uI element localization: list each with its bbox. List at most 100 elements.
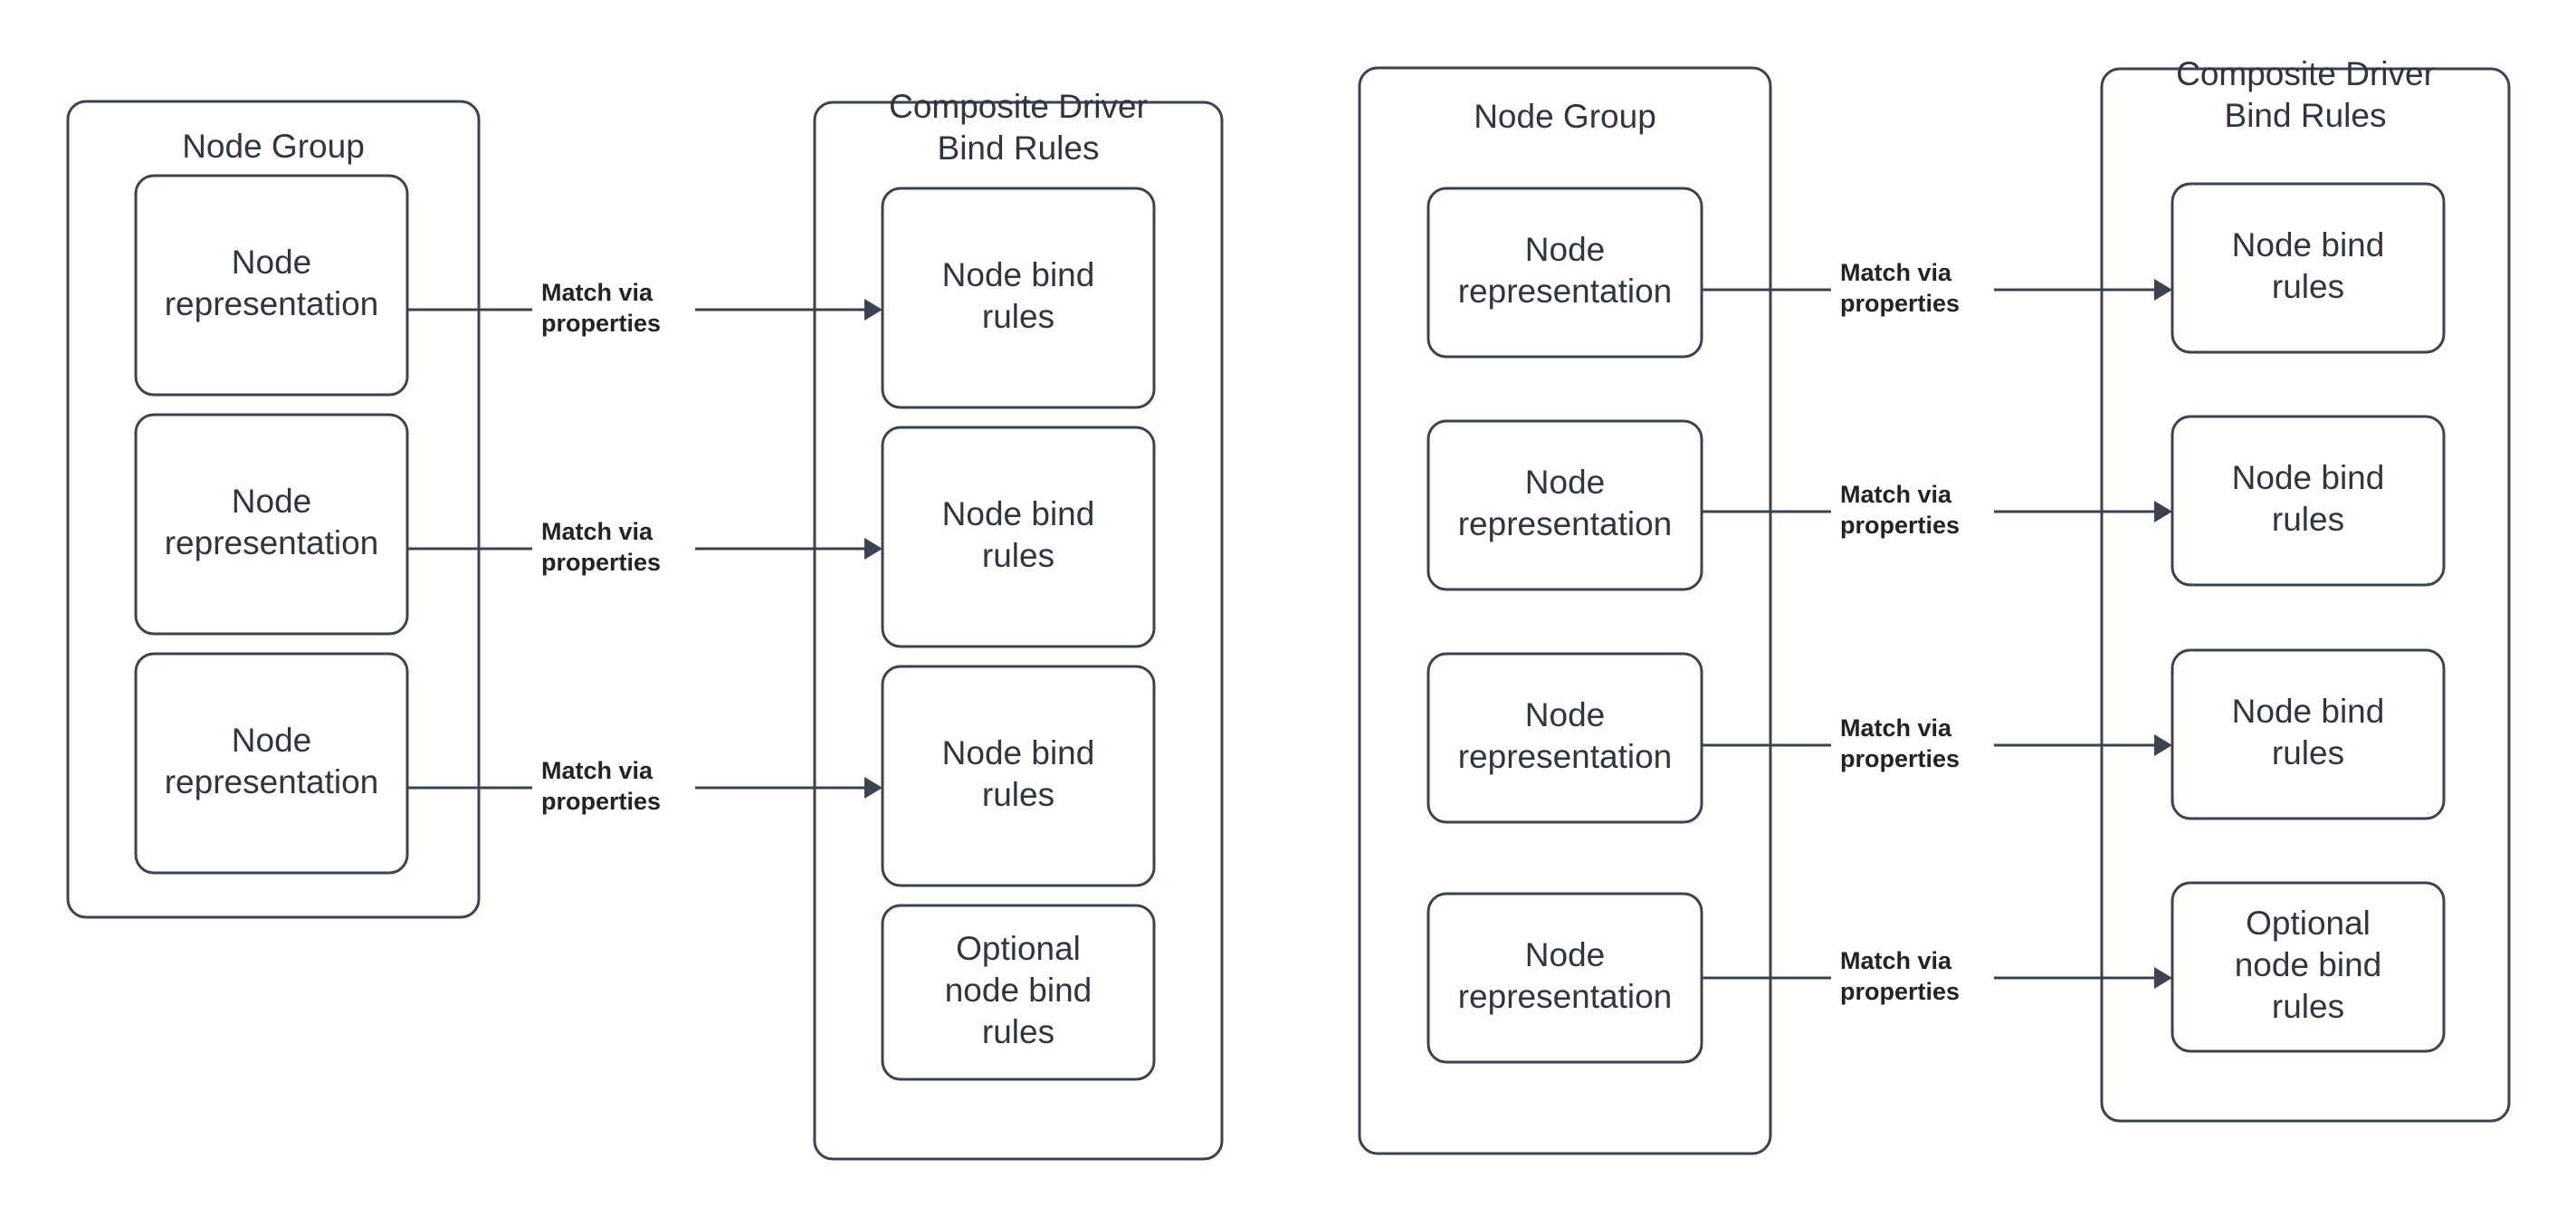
bind-rules-label-line-2: rules — [982, 537, 1054, 574]
match-connector[interactable] — [1702, 501, 2172, 522]
bind-rules-title-line-1: Composite Driver — [889, 88, 1148, 125]
optional-bind-rules-label-line-1: Optional — [956, 930, 1081, 967]
match-via-properties-label: Match via properties — [541, 279, 661, 337]
node-representation-label-line-2: representation — [165, 763, 379, 800]
node-representation-label-line-1: Node — [232, 244, 311, 281]
match-via-properties-label-line-2: properties — [541, 788, 661, 815]
bind-rules-box[interactable] — [2171, 648, 2446, 820]
bind-rules-label-line-3: rules — [2272, 988, 2344, 1025]
node-representation-box[interactable] — [1426, 652, 1703, 824]
bind-rules-label-line-2: rules — [2272, 268, 2344, 305]
bind-rules-label-line-2: rules — [2272, 501, 2344, 538]
bind-rules-label-line-2: node bind — [2235, 946, 2382, 983]
match-via-properties-label-line-2: properties — [541, 549, 661, 576]
node-representation-label-line-2: representation — [1458, 738, 1673, 775]
optional-bind-rules-label: Optional node bind rules — [945, 930, 1092, 1050]
node-representation-box[interactable] — [1426, 419, 1703, 591]
match-via-properties-label: Match via properties — [541, 518, 661, 576]
node-representation-label: Node representation — [165, 483, 379, 561]
node-representation-label-line-1: Node — [232, 483, 311, 520]
match-connector[interactable] — [407, 777, 883, 799]
match-connector-arrow[interactable] — [695, 777, 883, 799]
match-connector[interactable] — [1702, 279, 2172, 301]
node-representation-box[interactable] — [134, 413, 409, 636]
node-representation-label-line-1: Node — [1525, 936, 1605, 973]
bind-rules-label-line-1: Node bind — [2232, 693, 2385, 730]
bind-rules-label-line-2: rules — [2272, 734, 2344, 771]
match-via-properties-label: Match via properties — [1840, 481, 1960, 539]
match-via-properties-label-line-1: Match via — [1840, 714, 1952, 742]
node-representation-label-line-1: Node — [1525, 464, 1605, 501]
bind-rules-label-line-1: Node bind — [942, 734, 1095, 771]
match-connector-arrow-arrowhead — [864, 538, 883, 560]
bind-rules-box[interactable] — [881, 665, 1156, 887]
match-via-properties-label-line-1: Match via — [1840, 481, 1952, 508]
match-via-properties-label-line-2: properties — [1840, 290, 1960, 317]
match-connector-arrow[interactable] — [695, 538, 883, 560]
bind-rules-label: Node bind rules — [2232, 693, 2385, 771]
node-representation-label: Node representation — [1458, 231, 1673, 310]
match-via-properties-label: Match via properties — [1840, 714, 1960, 772]
match-connector-arrow-arrowhead — [2154, 734, 2172, 756]
bind-rules-box[interactable] — [2171, 182, 2446, 354]
match-connector-arrow-arrowhead — [864, 299, 883, 321]
optional-bind-rules-box[interactable] — [881, 904, 1156, 1081]
match-connector-arrow[interactable] — [1994, 501, 2172, 522]
bind-rules-label: Node bind rules — [942, 734, 1095, 813]
match-connector-arrow[interactable] — [1994, 279, 2172, 301]
match-via-properties-label-line-2: properties — [1840, 512, 1960, 539]
match-via-properties-label-line-1: Match via — [541, 518, 654, 545]
match-via-properties-label-line-1: Match via — [541, 279, 654, 306]
node-group-title-line-1: Node Group — [182, 128, 365, 165]
match-via-properties-label-line-1: Match via — [541, 757, 654, 784]
bind-rules-title-line-2: Bind Rules — [938, 129, 1100, 167]
match-connector-arrow-arrowhead — [2154, 967, 2172, 989]
match-connector-arrow-arrowhead — [864, 777, 883, 799]
node-representation-box[interactable] — [134, 174, 409, 397]
bind-rules-box[interactable] — [2171, 881, 2446, 1053]
match-via-properties-label-line-2: properties — [1840, 978, 1960, 1005]
match-connector-arrow[interactable] — [695, 299, 883, 321]
match-connector[interactable] — [407, 299, 883, 321]
node-representation-label-line-2: representation — [165, 524, 379, 561]
bind-rules-label: Optional node bind rules — [2235, 905, 2382, 1025]
bind-rules-box[interactable] — [2171, 415, 2446, 587]
bind-rules-title-line-2: Bind Rules — [2225, 97, 2387, 134]
match-connector[interactable] — [1702, 967, 2172, 989]
match-via-properties-label-line-2: properties — [541, 310, 661, 337]
bind-rules-label-line-1: Optional — [2246, 905, 2371, 942]
match-connector-arrow[interactable] — [1994, 967, 2172, 989]
node-representation-box[interactable] — [134, 652, 409, 875]
bind-rules-label-line-1: Node bind — [2232, 459, 2385, 496]
bind-rules-box[interactable] — [881, 426, 1156, 648]
match-connector-arrow-arrowhead — [2154, 279, 2172, 301]
node-representation-box[interactable] — [1426, 187, 1703, 359]
match-connector[interactable] — [407, 538, 883, 560]
match-via-properties-label-line-1: Match via — [1840, 947, 1952, 974]
node-representation-label: Node representation — [1458, 696, 1673, 775]
match-connector-arrow-arrowhead — [2154, 501, 2172, 522]
node-representation-label-line-1: Node — [1525, 231, 1605, 268]
bind-rules-box[interactable] — [881, 187, 1156, 409]
bind-rules-title-line-1: Composite Driver — [2176, 55, 2435, 92]
match-connector[interactable] — [1702, 734, 2172, 756]
match-connector-arrow[interactable] — [1994, 734, 2172, 756]
bind-rules-label-line-2: rules — [982, 776, 1054, 813]
node-representation-label-line-1: Node — [1525, 696, 1605, 733]
match-via-properties-label-line-2: properties — [1840, 745, 1960, 772]
bind-rules-label-line-2: rules — [982, 298, 1054, 335]
optional-bind-rules-label-line-2: node bind — [945, 972, 1092, 1009]
node-representation-label-line-2: representation — [1458, 978, 1673, 1015]
optional-bind-rules-label-line-3: rules — [982, 1013, 1054, 1050]
node-representation-label-line-2: representation — [1458, 273, 1673, 310]
